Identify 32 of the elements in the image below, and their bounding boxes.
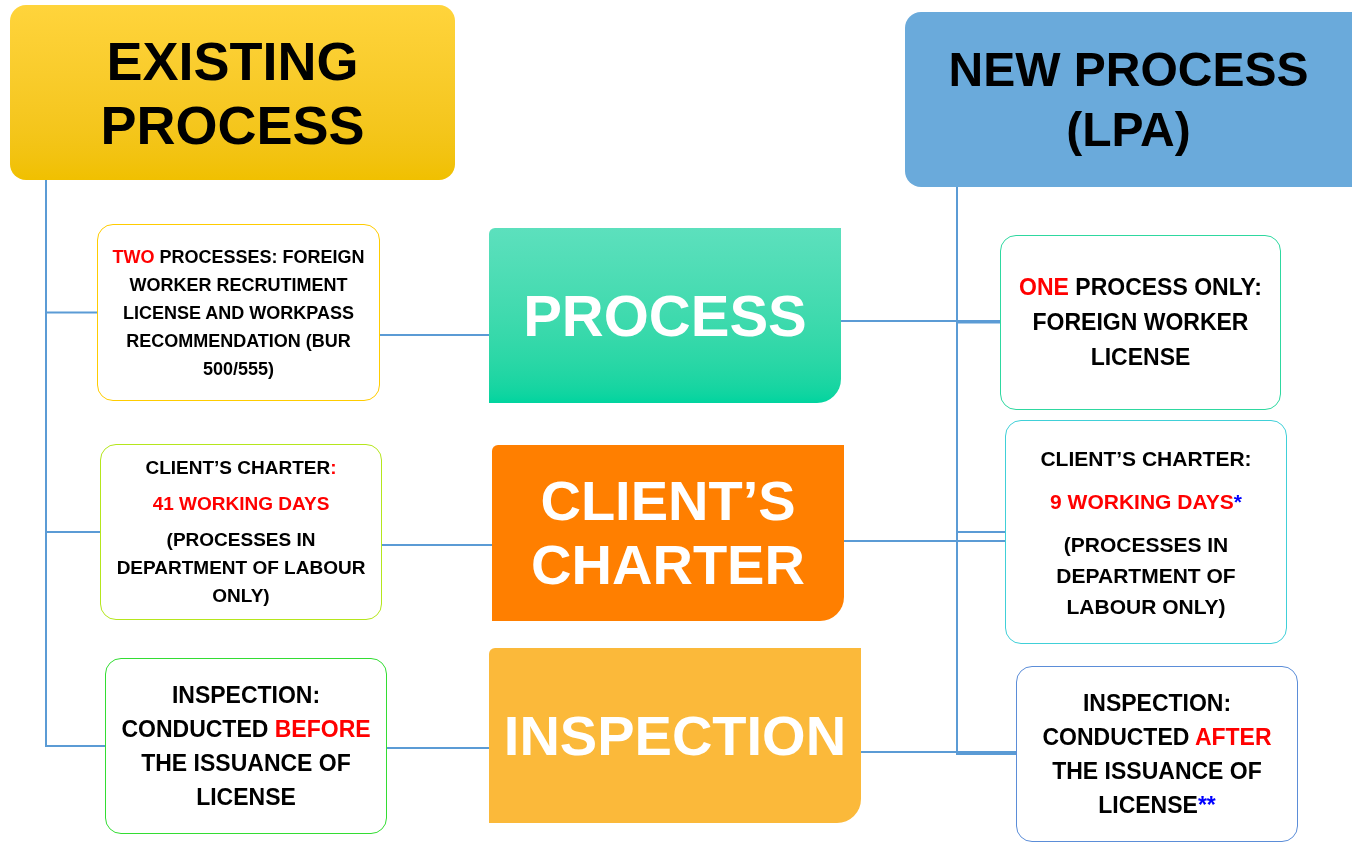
node-text: INSPECTION: CONDUCTED AFTER THE ISSUANCE OF LICENSE** [1041, 689, 1273, 820]
info-box [97, 224, 380, 401]
category-box [492, 445, 844, 621]
node-text: 41 WORKING DAYS [151, 492, 331, 516]
connector-line [840, 320, 1001, 322]
connector-line [843, 540, 1006, 542]
node-text: INSPECTION [503, 702, 847, 769]
category-box [489, 648, 861, 823]
header-box [905, 12, 1352, 187]
node-text: INSPECTION: CONDUCTED BEFORE THE ISSUANCE OF LICENSE [120, 681, 372, 812]
node-text: ONE PROCESS ONLY: FOREIGN WORKER LICENSE [1018, 273, 1263, 372]
node-text: (PROCESSES IN DEPARTMENT OF LABOUR ONLY) [1055, 531, 1237, 620]
node-text: (PROCESSES IN DEPARTMENT OF LABOUR ONLY) [115, 528, 367, 608]
info-box [100, 444, 382, 620]
node-text: TWO PROCESSES: FOREIGN WORKER RECRUTIMENT LICENSE AND WORKPASS RECOMMENDATION (BUR 500/555) [111, 245, 366, 381]
node-text: 9 WORKING DAYS* [1049, 488, 1243, 515]
node-text: PROCESS [523, 282, 807, 350]
info-box [105, 658, 387, 834]
node-text: EXISTING PROCESS [99, 29, 366, 157]
info-box [1000, 235, 1281, 410]
node-text: NEW PROCESS (LPA) [947, 41, 1310, 158]
info-box [1005, 420, 1287, 644]
node-text: CLIENT’S CHARTER: [144, 456, 338, 480]
connector-line [386, 747, 490, 749]
node-text: CLIENT’S CHARTER [530, 469, 806, 597]
node-text: CLIENT’S CHARTER: [1039, 445, 1253, 472]
info-box [1016, 666, 1298, 842]
connector-line [860, 751, 1017, 753]
connector-line [381, 544, 493, 546]
connector-line [379, 334, 490, 336]
header-box [10, 5, 455, 180]
category-box [489, 228, 841, 403]
